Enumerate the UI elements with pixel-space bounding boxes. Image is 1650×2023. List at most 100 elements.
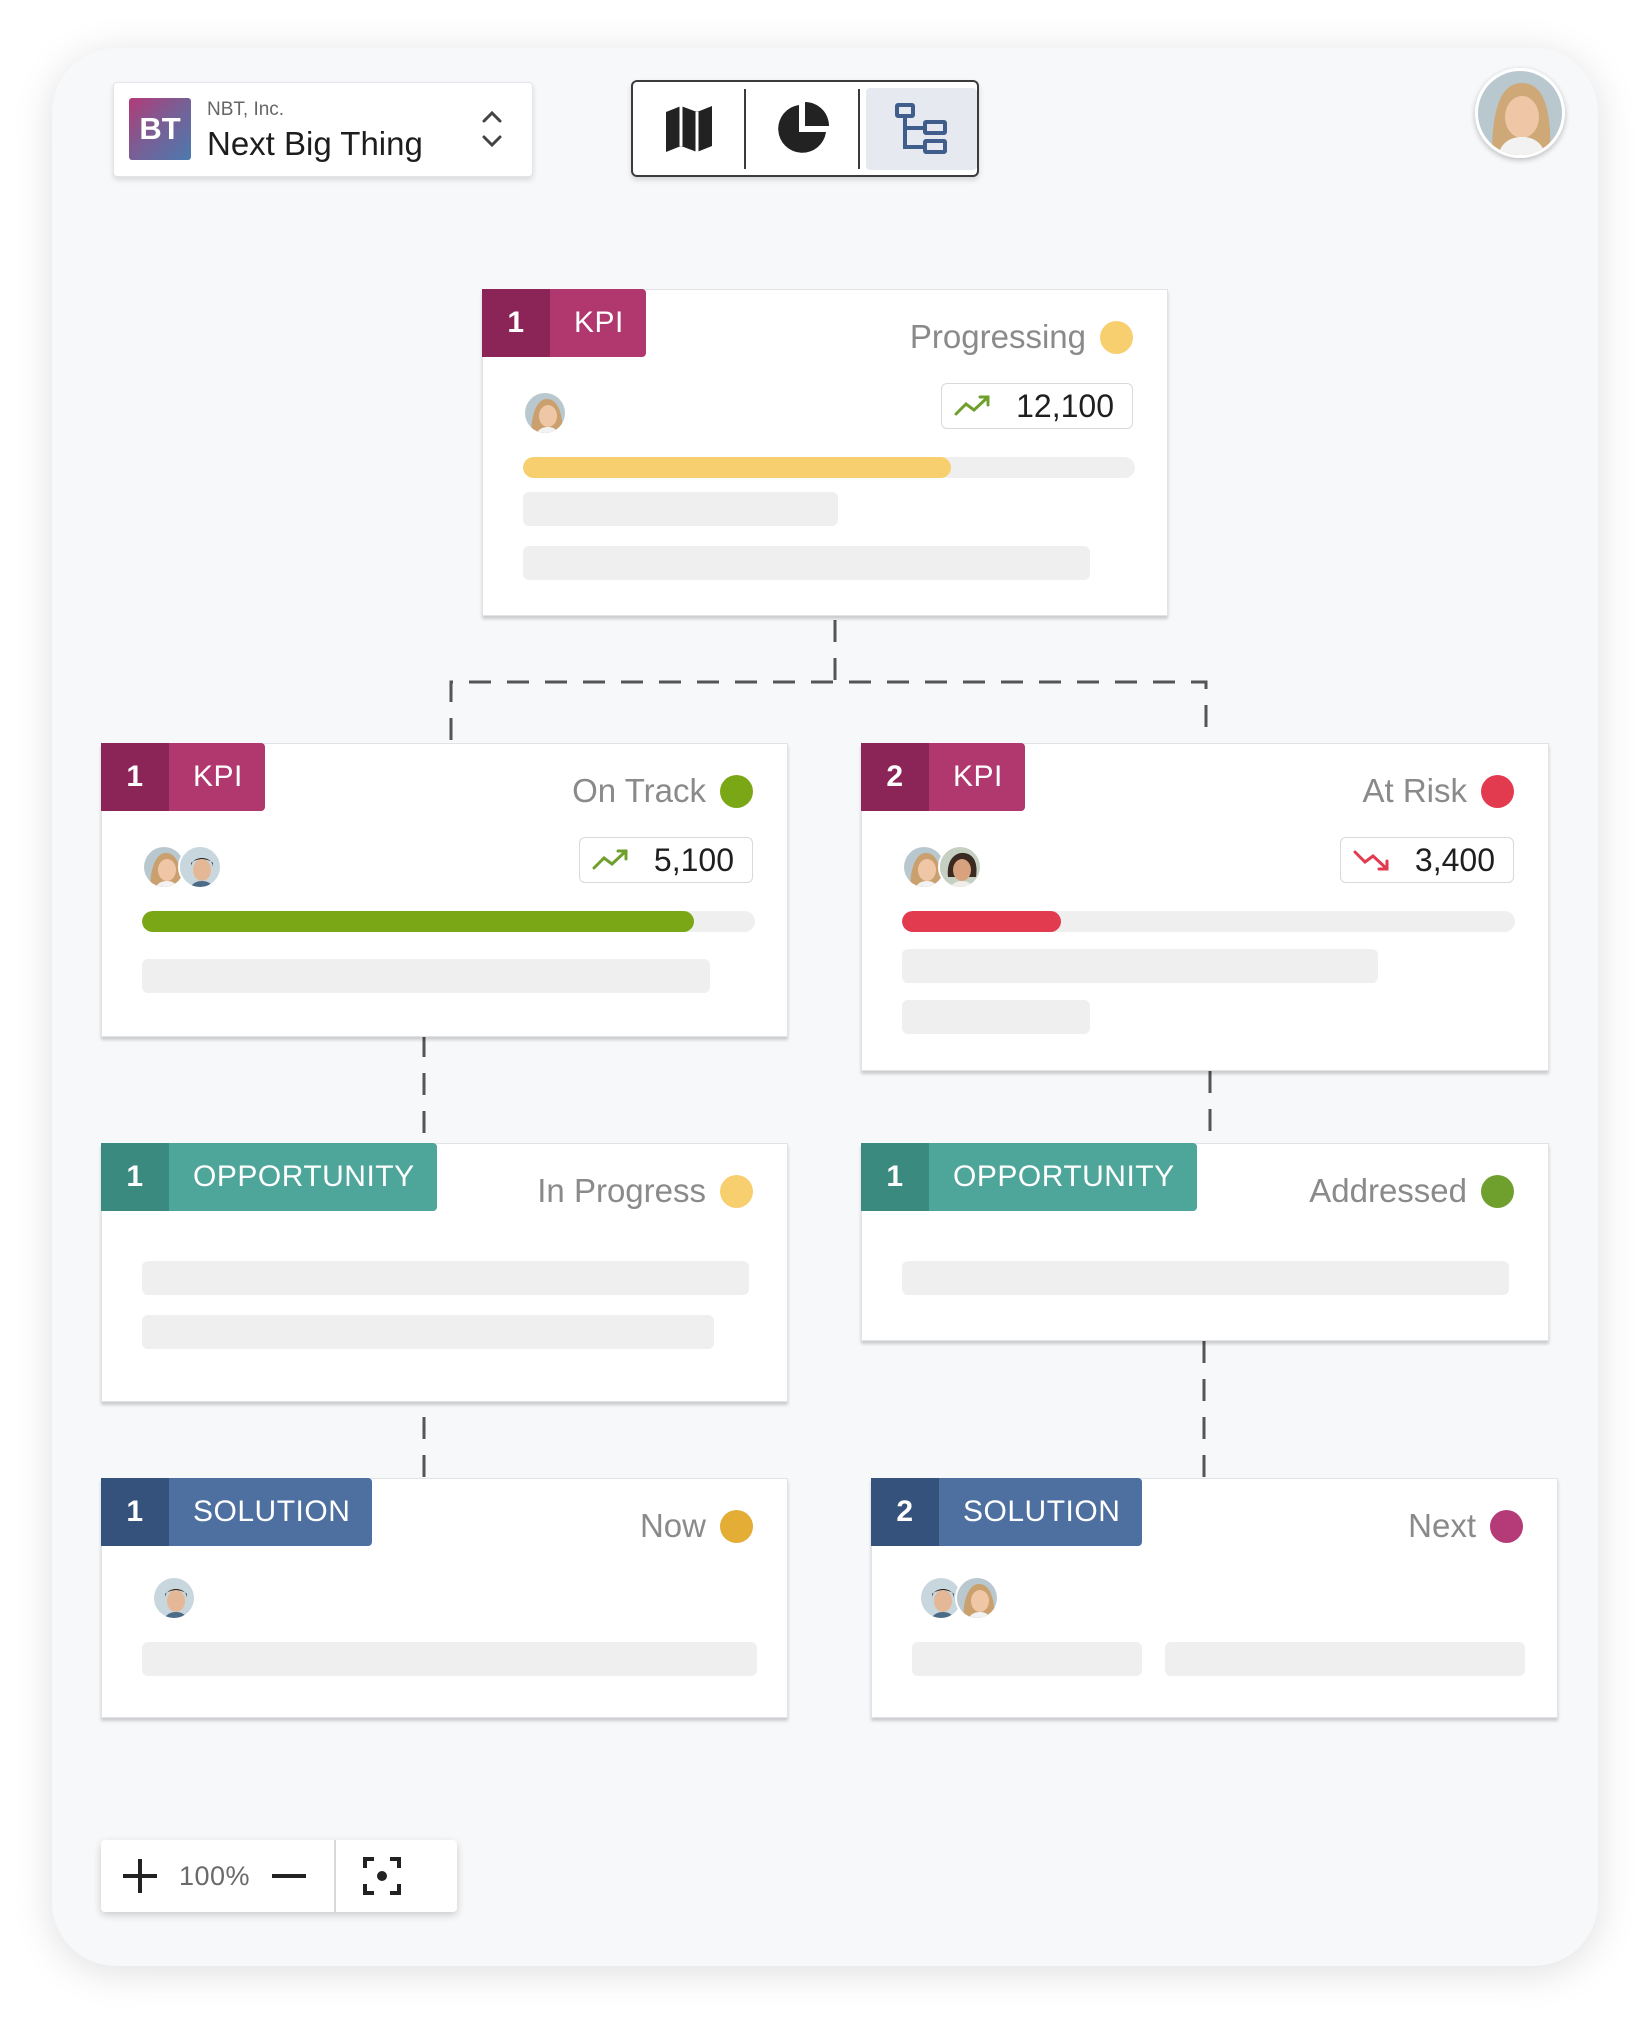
assignees [919, 1576, 999, 1620]
plus-icon [123, 1859, 157, 1893]
placeholder-line [902, 1000, 1090, 1034]
progress-bar [523, 457, 1135, 478]
map-view-button[interactable] [633, 88, 744, 170]
card-tag: 1 OPPORTUNITY [861, 1143, 1197, 1211]
status-dot [720, 774, 753, 808]
status-label: Now [639, 1507, 706, 1544]
trend-up-icon [592, 849, 628, 870]
status-label: Next [1408, 1507, 1476, 1544]
divider [744, 88, 747, 169]
avatar [178, 845, 222, 889]
card-number: 2 [871, 1478, 939, 1546]
card-type: OPPORTUNITY [169, 1143, 437, 1211]
progress-fill [902, 911, 1062, 932]
placeholder-line [142, 1642, 757, 1676]
card-tag: 2 SOLUTION [871, 1478, 1143, 1546]
avatar [523, 391, 567, 435]
placeholder-line [142, 1315, 714, 1349]
assignees [523, 391, 567, 435]
metric-value: 3,400 [1414, 841, 1495, 878]
view-toggle [631, 80, 979, 177]
org-product-name: Next Big Thing [207, 125, 423, 162]
card-type: SOLUTION [939, 1478, 1143, 1546]
card-number: 1 [101, 1478, 169, 1546]
assignees [902, 845, 982, 889]
placeholder-line [142, 959, 710, 993]
status-dot [720, 1174, 753, 1208]
card-tag: 1 OPPORTUNITY [101, 1143, 437, 1211]
placeholder-line [523, 492, 838, 526]
opportunity-card[interactable]: 1 OPPORTUNITY In Progress [101, 1143, 788, 1402]
status-indicator: Progressing [910, 318, 1133, 356]
status-label: Addressed [1309, 1172, 1467, 1209]
card-tag: 1 SOLUTION [101, 1478, 373, 1546]
kpi-card[interactable]: 1 KPI Progressing 12,100 [482, 289, 1168, 616]
user-avatar[interactable] [1475, 68, 1565, 158]
card-number: 1 [482, 289, 550, 357]
avatar [938, 845, 982, 889]
hierarchy-icon [895, 102, 948, 154]
minus-icon [272, 1874, 307, 1878]
assignees [142, 845, 222, 889]
zoom-in-button[interactable] [121, 1857, 159, 1895]
tree-view-button[interactable] [865, 87, 977, 170]
opportunity-card[interactable]: 1 OPPORTUNITY Addressed [861, 1143, 1549, 1341]
solution-card[interactable]: 1 SOLUTION Now [101, 1478, 788, 1718]
org-logo: BT [129, 98, 191, 160]
status-indicator: In Progress [537, 1172, 753, 1210]
trend-down-icon [1353, 850, 1389, 871]
card-tag: 1 KPI [101, 743, 265, 811]
progress-bar [142, 911, 755, 932]
zoom-level: 100% [179, 1860, 251, 1891]
zoom-out-button[interactable] [270, 1857, 308, 1895]
map-icon [665, 105, 712, 152]
card-number: 2 [861, 743, 929, 811]
metric-value: 12,100 [1016, 387, 1114, 424]
fit-to-screen-button[interactable] [362, 1856, 402, 1896]
card-tag: 1 KPI [482, 289, 646, 357]
card-type: OPPORTUNITY [929, 1143, 1197, 1211]
metric-badge: 5,100 [578, 837, 753, 883]
status-label: In Progress [537, 1172, 706, 1209]
zoom-controls: 100% [101, 1840, 457, 1912]
pie-chart-icon [778, 101, 829, 153]
card-number: 1 [101, 743, 169, 811]
chevron-up-down-icon [482, 110, 502, 148]
status-indicator: On Track [572, 772, 753, 810]
status-indicator: Now [640, 1507, 753, 1545]
status-dot [1481, 1174, 1514, 1208]
status-indicator: At Risk [1362, 772, 1514, 810]
placeholder-line [902, 1261, 1509, 1295]
kpi-card[interactable]: 2 KPI At Risk 3,400 [861, 743, 1549, 1071]
org-switcher[interactable]: BT NBT, Inc. Next Big Thing [113, 82, 533, 177]
kpi-card[interactable]: 1 KPI On Track 5,100 [101, 743, 788, 1037]
placeholder-line [902, 949, 1378, 983]
status-indicator: Addressed [1309, 1172, 1514, 1210]
card-number: 1 [101, 1143, 169, 1211]
status-indicator: Next [1408, 1507, 1523, 1545]
card-type: KPI [929, 743, 1025, 811]
metric-value: 5,100 [653, 841, 734, 878]
status-label: On Track [572, 772, 706, 809]
card-type: KPI [550, 289, 646, 357]
org-company-name: NBT, Inc. [207, 99, 285, 120]
chart-view-button[interactable] [746, 88, 857, 170]
divider [857, 88, 860, 169]
card-type: SOLUTION [169, 1478, 373, 1546]
progress-fill [523, 457, 952, 478]
avatar [152, 1576, 196, 1620]
metric-badge: 3,400 [1339, 837, 1514, 883]
status-dot [1481, 774, 1514, 808]
card-number: 1 [861, 1143, 929, 1211]
status-dot [720, 1509, 753, 1543]
progress-fill [142, 911, 694, 932]
card-tag: 2 KPI [861, 743, 1025, 811]
avatar [902, 845, 946, 889]
solution-card[interactable]: 2 SOLUTION Next [871, 1478, 1558, 1718]
status-dot [1100, 320, 1133, 354]
placeholder-line [1165, 1642, 1525, 1676]
status-label: At Risk [1362, 772, 1467, 809]
avatar [955, 1576, 999, 1620]
divider [334, 1840, 336, 1912]
